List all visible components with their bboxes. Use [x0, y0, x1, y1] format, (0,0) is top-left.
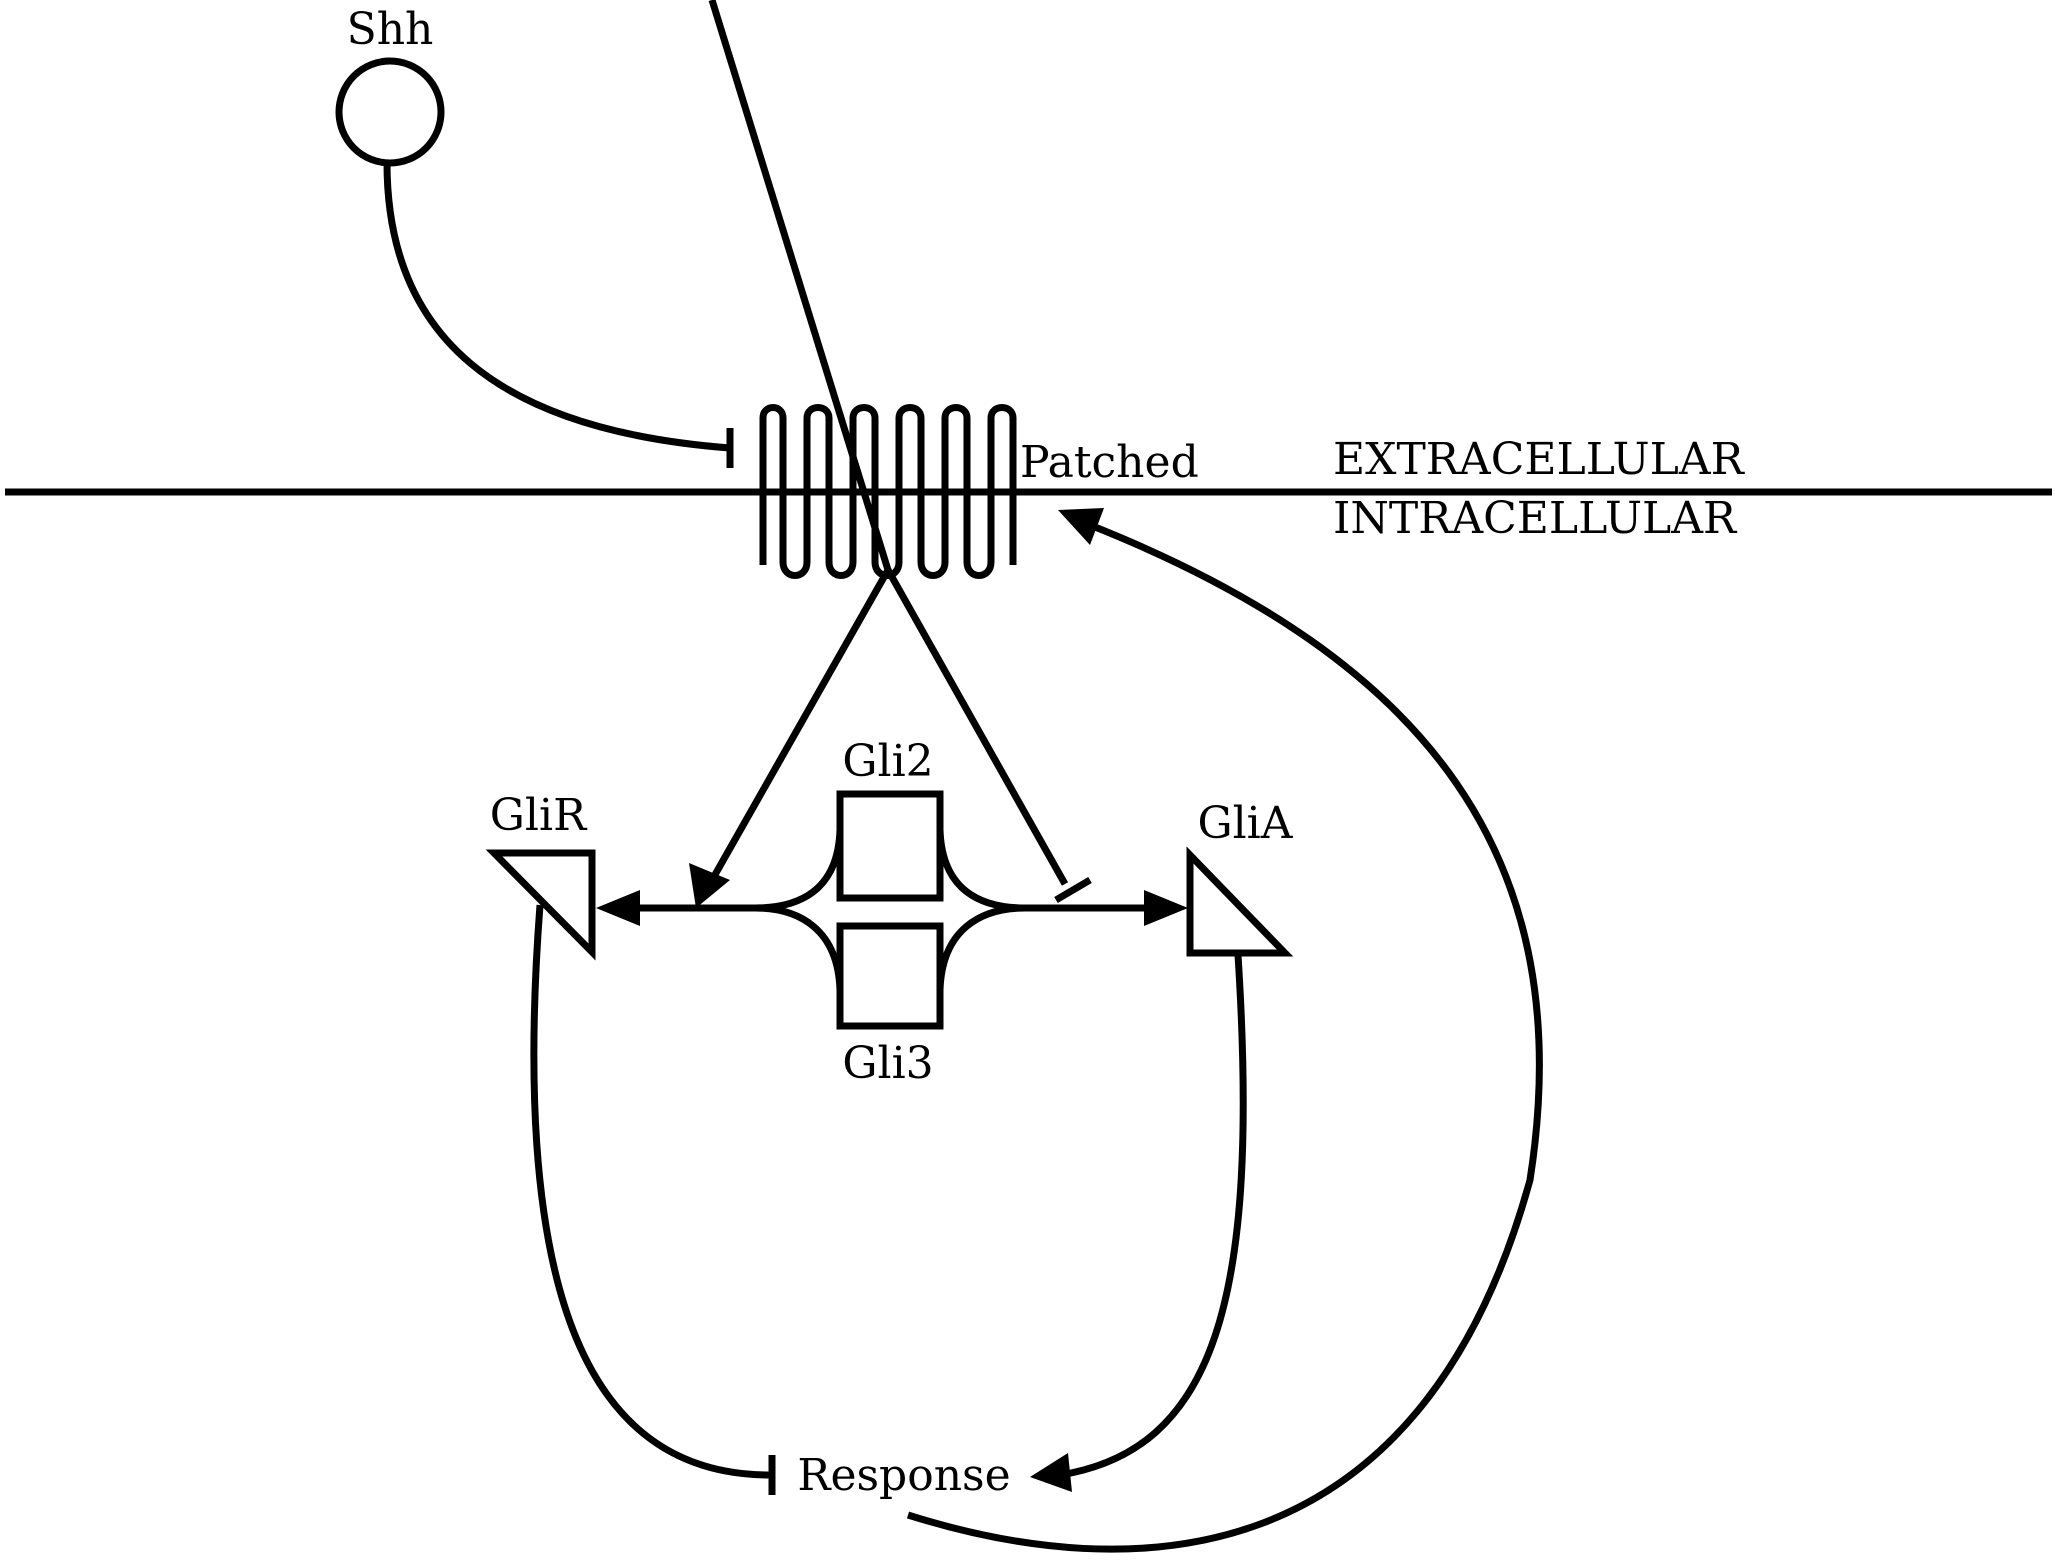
edge-patched-to-glir	[708, 0, 892, 572]
edge-response-to-patched	[906, 521, 1543, 1553]
glir-triangle	[485, 849, 596, 961]
edge-patched-to-glir-arrowhead	[689, 863, 730, 908]
edge-glia-to-response-arrowhead	[1030, 1453, 1072, 1492]
edge-patched-to-glia-inhibition-bar	[1054, 876, 1092, 904]
glia-label: GliA	[1197, 798, 1293, 849]
edge-glir-to-response	[530, 904, 771, 1479]
shh-circle	[335, 57, 445, 167]
edge-patched-to-glir-line	[708, 568, 892, 882]
edge-glia-to-response	[1059, 954, 1247, 1479]
patched-label: Patched	[1020, 437, 1199, 488]
gli2-label: Gli2	[842, 736, 933, 787]
edge-gli-to-glir-arrowhead	[596, 890, 640, 926]
gli-left-connector-top	[754, 829, 844, 912]
gli-left-connector-bottom	[754, 904, 844, 991]
edge-gli-to-glia-arrowhead	[1144, 890, 1188, 926]
gli3-box	[836, 922, 944, 1030]
edge-response-to-patched-arrowhead	[1058, 508, 1104, 545]
shh-label: Shh	[347, 4, 434, 55]
gli-right-connector-top	[936, 829, 1026, 912]
extracellular-label: EXTRACELLULAR	[1333, 434, 1746, 485]
intracellular-label: INTRACELLULAR	[1333, 493, 1738, 544]
glia-triangle	[1186, 846, 1294, 957]
edge-shh-to-patched	[383, 162, 731, 452]
glir-label: GliR	[490, 790, 588, 841]
gli2-box	[836, 790, 944, 902]
gli-right-connector-bottom	[936, 904, 1026, 991]
gli3-label: Gli3	[842, 1038, 933, 1089]
edge-patched-to-glia-line	[884, 568, 1069, 886]
response-label: Response	[797, 1450, 1010, 1501]
